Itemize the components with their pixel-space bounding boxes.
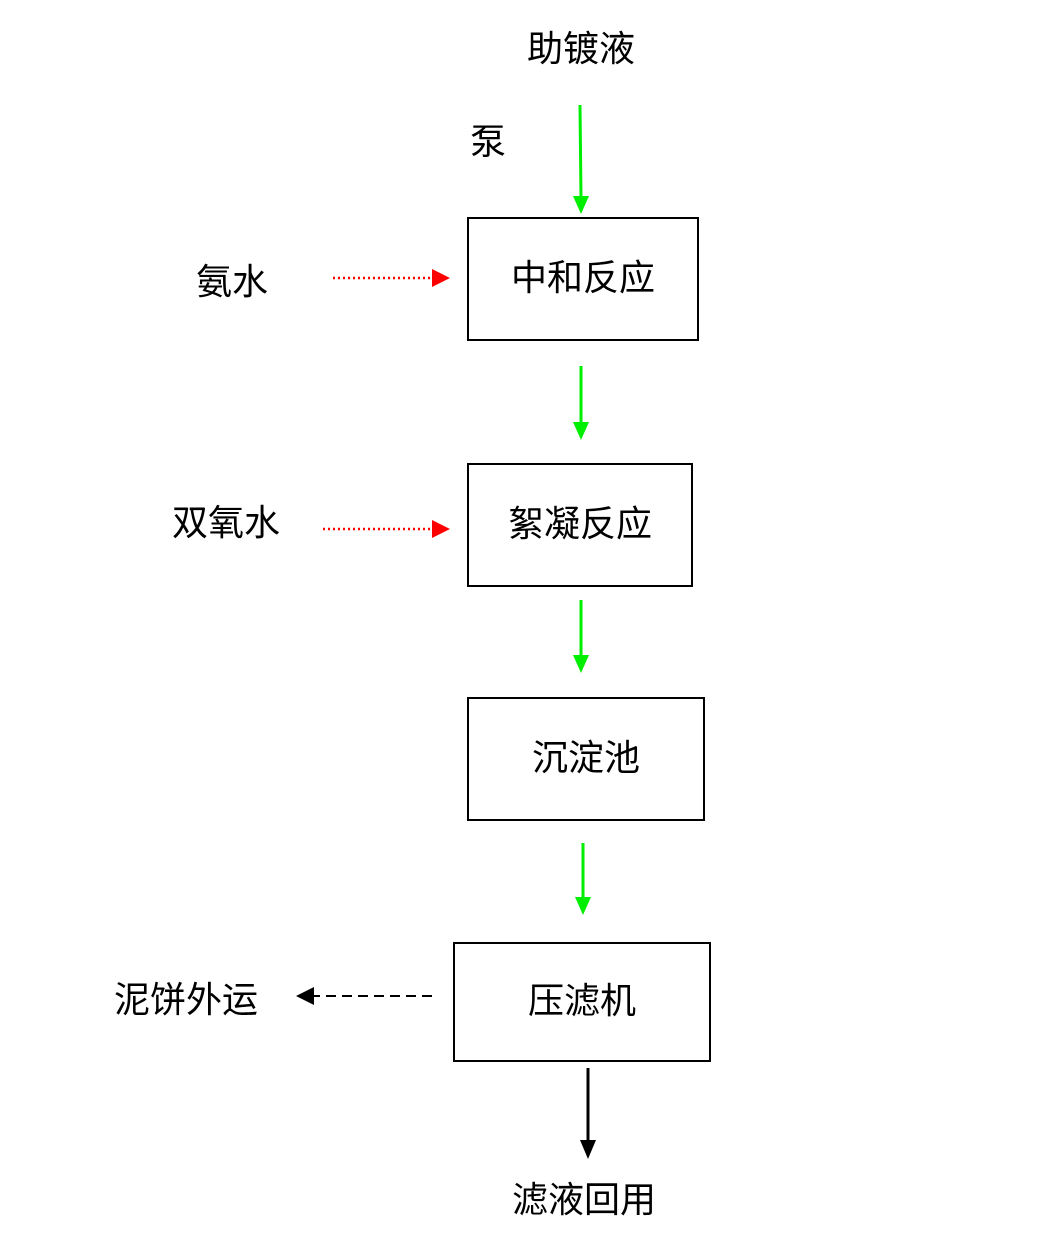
process-label: 中和反应	[510, 258, 655, 299]
main-flow-arrows	[573, 104, 591, 915]
pump-label: 泵	[470, 122, 507, 163]
process-label: 絮凝反应	[507, 504, 652, 545]
input-label-ammonia: 氨水	[196, 262, 269, 303]
output-label-filtrate: 滤液回用	[512, 1180, 657, 1221]
process-box-flocculation: 絮凝反应	[467, 463, 693, 587]
dosing-arrows	[323, 269, 450, 538]
source-label: 助镀液	[527, 29, 636, 70]
process-box-sedimentation: 沉淀池	[467, 697, 705, 821]
process-box-filterpress: 压滤机	[453, 942, 711, 1062]
input-label-hydrogen-peroxide: 双氧水	[172, 503, 281, 544]
process-box-neutralization: 中和反应	[467, 217, 699, 341]
process-label: 压滤机	[527, 981, 636, 1022]
process-label: 沉淀池	[531, 738, 640, 779]
arrow-source-to-neutralization	[578, 104, 583, 199]
output-label-sludge: 泥饼外运	[114, 980, 259, 1021]
outflow-arrows	[296, 987, 596, 1159]
